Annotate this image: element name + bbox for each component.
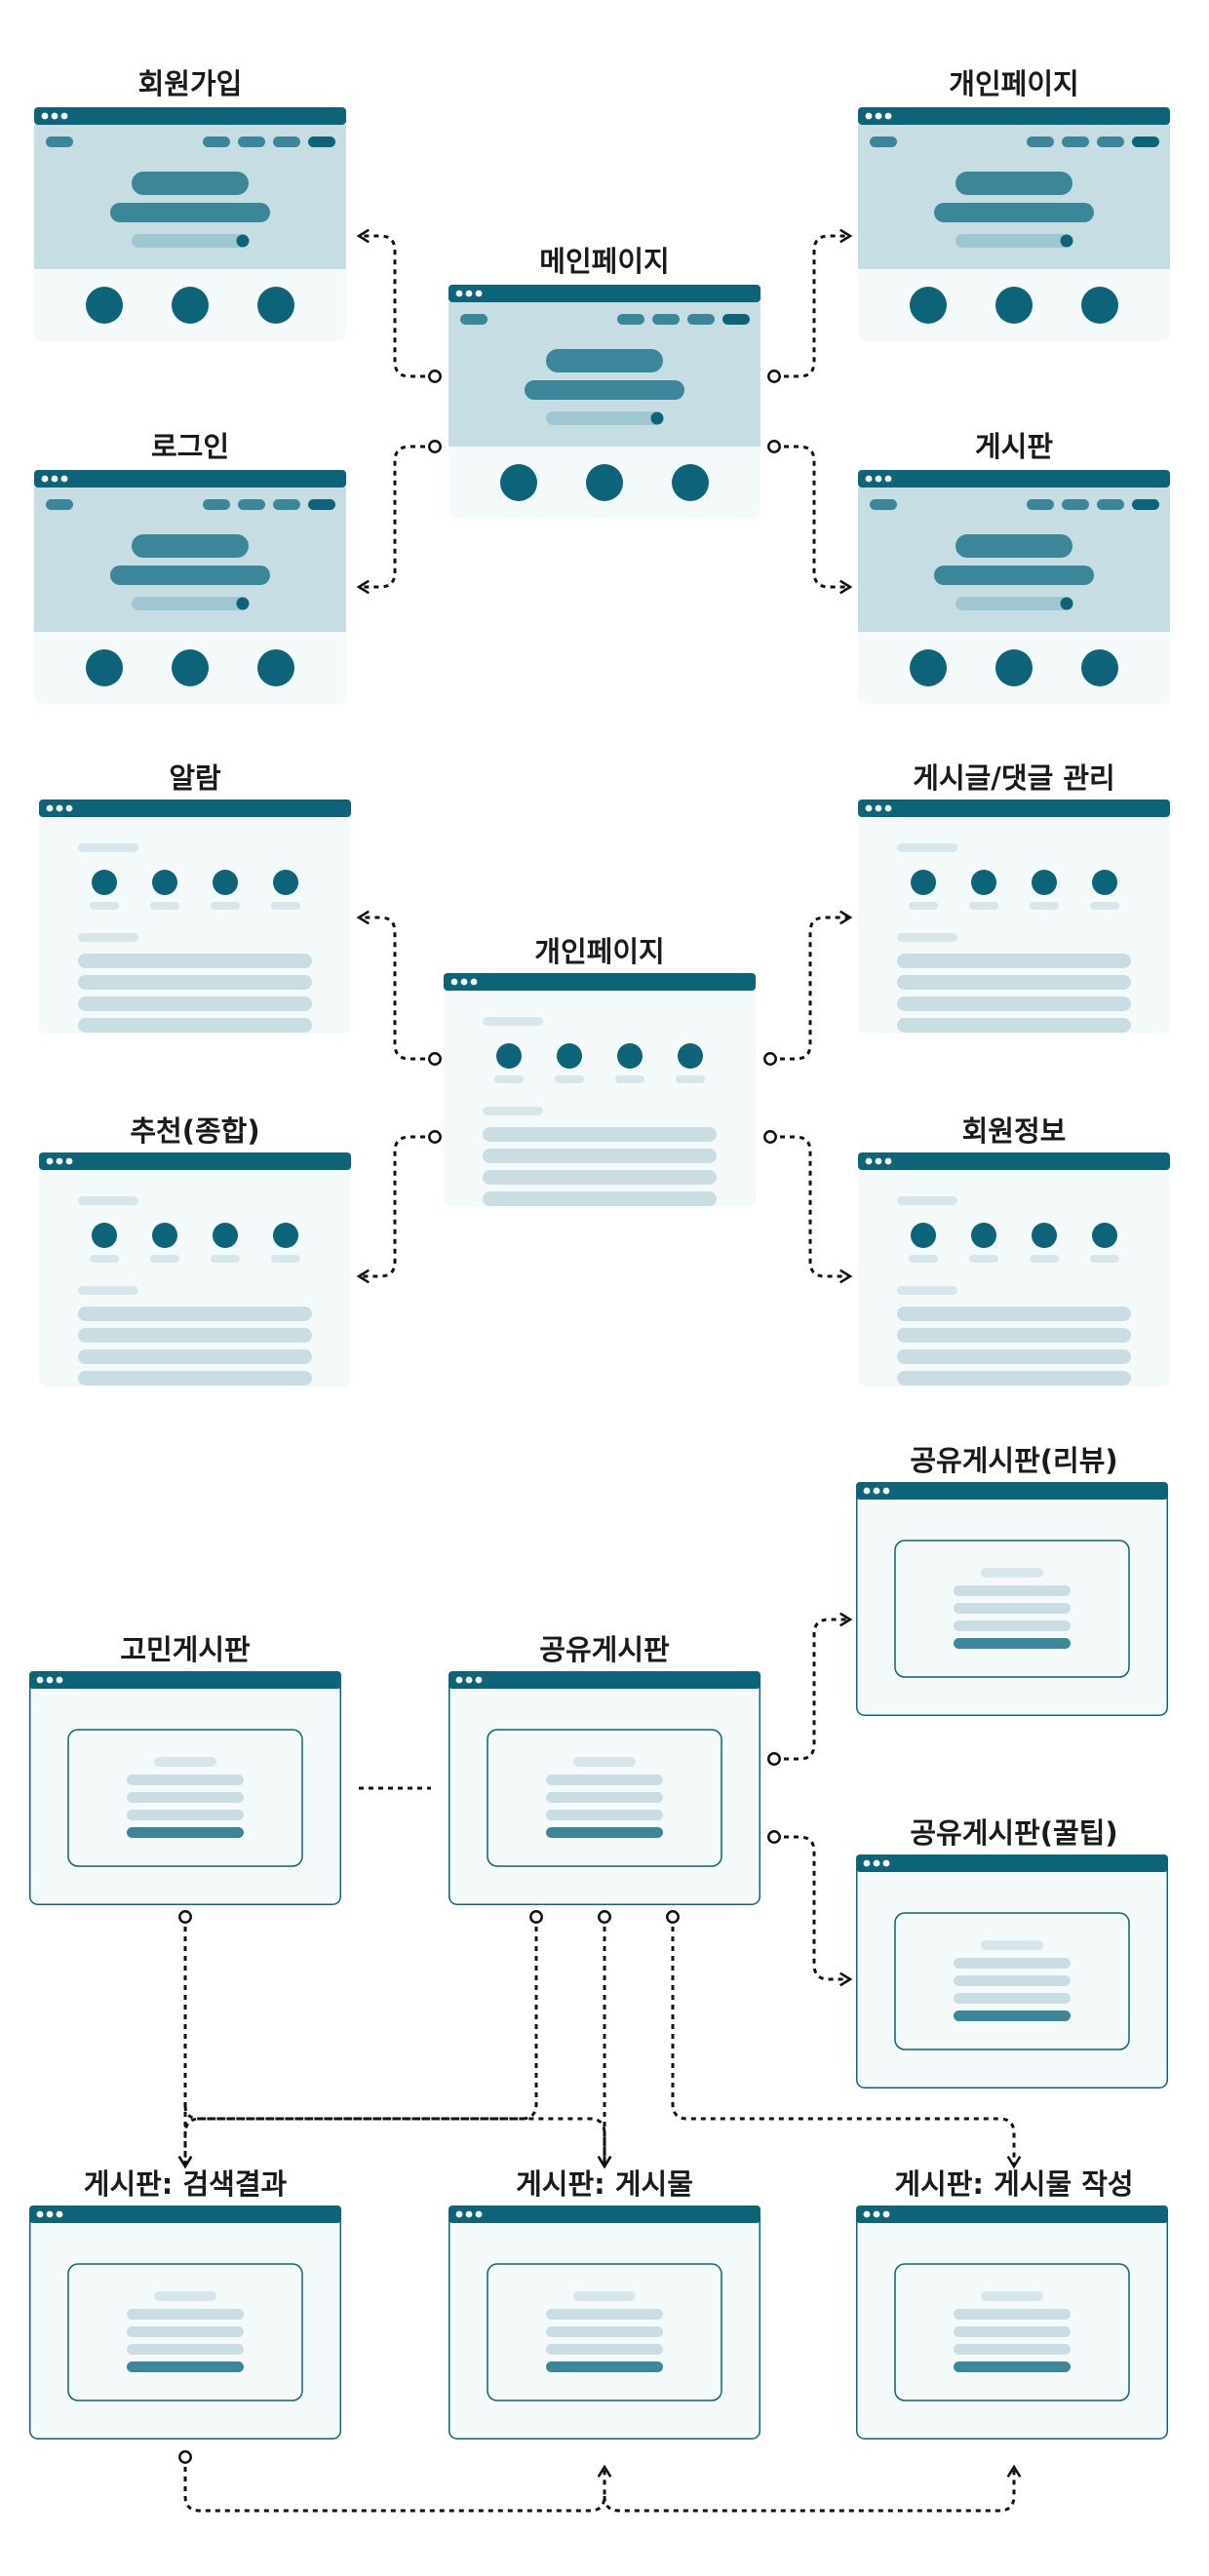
page-personal-center (444, 973, 756, 1207)
page-main (448, 285, 760, 519)
connectors-section2 (356, 910, 853, 1284)
connector-personal-alarm (356, 910, 442, 1066)
page-recommend (39, 1152, 351, 1386)
page-posts-comments (858, 800, 1170, 1034)
label-post: 게시판: 게시물 (516, 2167, 693, 2201)
connector-main-signup (356, 228, 442, 383)
connector-search-post (178, 2450, 612, 2513)
connector-worry-post (183, 2105, 612, 2169)
label-post-write: 게시판: 게시물 작성 (894, 2167, 1133, 2201)
page-post (448, 2205, 760, 2439)
connector-main-mypage (767, 228, 853, 383)
label-share-tips: 공유게시판(꿀팁) (910, 1816, 1117, 1850)
page-signup (34, 107, 346, 341)
connectors-section3 (177, 1612, 1022, 2513)
connector-search-write (603, 2464, 1022, 2513)
page-login (34, 470, 346, 704)
page-share-tips (856, 1854, 1168, 2088)
connector-share-review (767, 1612, 853, 1766)
label-alarm: 알람 (169, 761, 221, 795)
section-personal-page: 알람 게시글/댓글 관리 개인페이지 추천(종합) 회원정보 (39, 761, 1170, 1386)
connector-share-search (177, 1910, 543, 2169)
connector-main-login (356, 440, 442, 595)
page-worry-board (29, 1671, 341, 1905)
connectors-section1 (356, 228, 853, 595)
label-login: 로그인 (151, 430, 229, 463)
section-main-page: 회원가입 개인페이지 메인페이지 로그인 게시판 (34, 67, 1170, 704)
label-worry-board: 고민게시판 (120, 1633, 251, 1666)
label-personal-center: 개인페이지 (534, 935, 664, 968)
page-share-review (856, 1482, 1168, 1716)
label-main: 메인페이지 (539, 245, 669, 278)
page-post-write (856, 2205, 1168, 2439)
page-board (858, 470, 1170, 704)
connector-personal-posts (763, 910, 853, 1066)
section-boards: 공유게시판(리뷰) 고민게시판 공유게시판 공유게시판(꿀팁) 게시판: 검색결… (29, 1444, 1168, 2513)
label-recommend: 추천(종합) (130, 1114, 259, 1148)
label-share-board: 공유게시판 (539, 1633, 670, 1666)
connector-personal-recommend (356, 1130, 442, 1284)
page-member-info (858, 1152, 1170, 1386)
label-signup: 회원가입 (138, 67, 243, 100)
page-alarm (39, 800, 351, 1034)
page-share-board (448, 1671, 760, 1905)
label-mypage: 개인페이지 (949, 67, 1078, 100)
page-search-result (29, 2205, 341, 2439)
label-share-review: 공유게시판(리뷰) (910, 1444, 1117, 1477)
connector-share-write (666, 1910, 1022, 2169)
connector-share-tips (767, 1830, 853, 1987)
page-mypage (858, 107, 1170, 341)
label-board: 게시판 (975, 430, 1053, 463)
label-posts-comments: 게시글/댓글 관리 (913, 761, 1114, 795)
label-search-result: 게시판: 검색결과 (84, 2167, 288, 2201)
connector-main-board (767, 440, 853, 595)
label-member-info: 회원정보 (962, 1114, 1067, 1148)
connector-personal-member (763, 1130, 853, 1284)
